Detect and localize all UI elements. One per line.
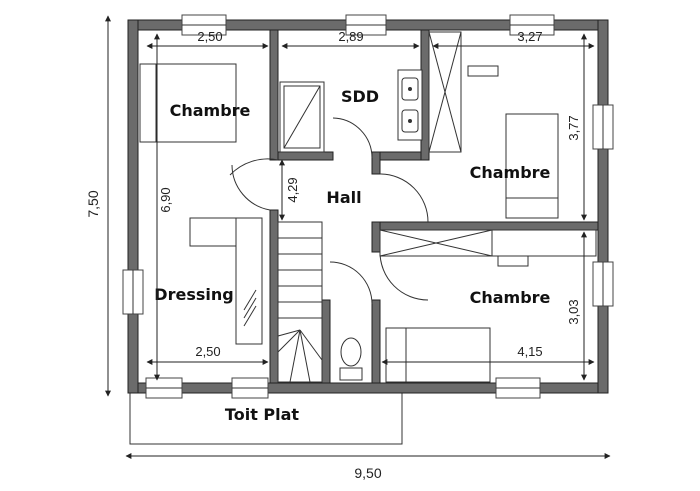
room-label-hall: Hall [326,188,361,207]
dim-chambre-1-width: 2,50 [197,29,222,44]
flat-roof-label: Toit Plat [225,405,299,424]
room-label-sdd: SDD [341,87,379,106]
bathroom-fixtures [279,69,423,153]
dim-chambre-3-depth: 3,03 [566,299,581,324]
dim-dressing-width: 2,50 [195,344,220,359]
windows [122,14,614,399]
doors [229,117,429,305]
dim-chambre-2-width: 3,27 [517,29,542,44]
room-label-chambre-3: Chambre [470,288,551,307]
room-label-chambre-2: Chambre [470,163,551,182]
dim-overall-height: 7,50 [85,190,101,217]
staircase [277,221,323,383]
room-label-dressing: Dressing [154,285,233,304]
dim-chambre-2-depth: 3,77 [566,115,581,140]
dim-chambre-3-width: 4,15 [517,344,542,359]
outer-dimensions [105,15,611,459]
furniture [139,31,597,383]
room-label-chambre-1: Chambre [170,101,251,120]
dim-hall-height: 4,29 [285,177,300,202]
dim-sdd-width: 2,89 [338,29,363,44]
interior-dimensions [146,33,595,381]
dim-overall-width: 9,50 [354,465,381,481]
dim-dressing-height: 6,90 [158,187,173,212]
